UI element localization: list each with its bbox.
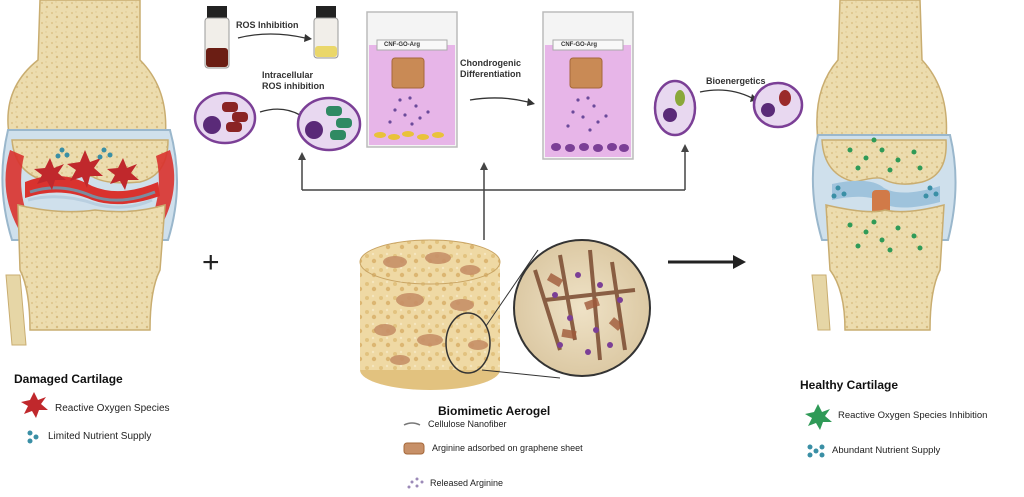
intracellular-ros-label: Intracellular ROS inhibition — [262, 70, 325, 91]
cell-post-bioenergetics — [752, 81, 804, 129]
connector-arrows — [301, 150, 686, 240]
aerogel-zoom — [513, 239, 651, 377]
legend-item-limited-nutrient: Limited Nutrient Supply — [48, 431, 152, 442]
ros-inhibition-icon — [805, 404, 832, 430]
biomimetic-aerogel-title: Biomimetic Aerogel — [438, 404, 551, 418]
ros-burst-icon — [34, 150, 139, 190]
cell-ros-laden — [193, 91, 257, 145]
chondrogenic-label: Chondrogenic Differentiation — [460, 58, 522, 79]
legend-item-ros-inhibition: Reactive Oxygen Species Inhibition — [838, 410, 988, 421]
cell-protected — [296, 96, 362, 152]
culture-well-1 — [366, 11, 458, 148]
abundant-nutrient-icon — [807, 444, 825, 458]
cell-pre-bioenergetics — [653, 79, 697, 137]
graphene-sheet-icon — [403, 442, 425, 455]
fiber-icon — [403, 422, 421, 426]
ros-inhibition-label: ROS Inhibition — [236, 20, 299, 30]
well-2-label: CNF-GO-Arg — [561, 42, 597, 48]
healthy-cartilage-title: Healthy Cartilage — [800, 378, 899, 392]
bioenergetics-label: Bioenergetics — [706, 76, 766, 86]
legend-item-cellulose: Cellulose Nanofiber — [428, 419, 507, 429]
damaged-knee-illustration — [1, 0, 179, 346]
aerogel-scaffold — [359, 239, 561, 390]
legend-item-ros: Reactive Oxygen Species — [55, 403, 170, 414]
well-1-label: CNF-GO-Arg — [384, 42, 420, 48]
vial-before — [204, 6, 230, 69]
damaged-cartilage-title: Damaged Cartilage — [14, 372, 123, 386]
legend-item-released-arginine: Released Arginine — [430, 478, 504, 488]
legend-item-graphene: Arginine adsorbed on graphene sheet — [432, 443, 583, 453]
healthy-knee-illustration — [811, 0, 957, 331]
culture-well-2 — [542, 11, 634, 160]
vial-after — [313, 6, 339, 59]
plus-symbol: + — [202, 246, 220, 279]
legend-item-abundant-nutrient: Abundant Nutrient Supply — [832, 445, 941, 456]
nutrient-dots-icon — [27, 430, 39, 444]
ros-burst-icon — [21, 392, 48, 418]
released-arginine-icon — [407, 477, 424, 489]
